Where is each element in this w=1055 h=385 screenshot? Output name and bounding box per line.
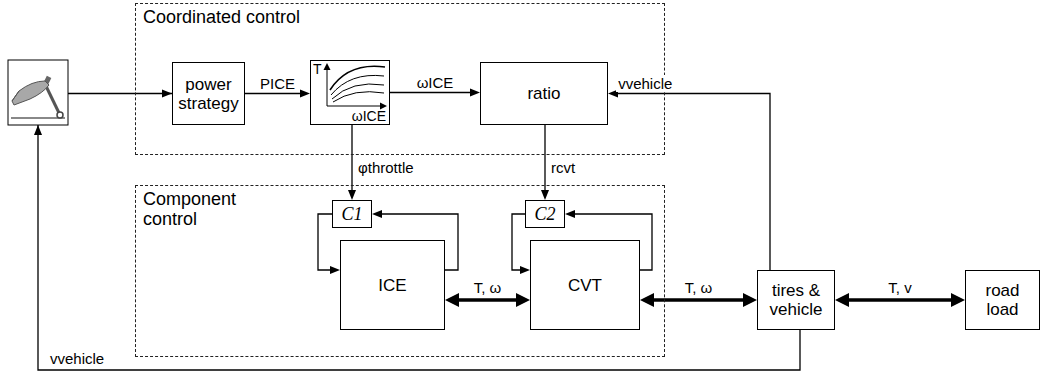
signal-name: T, ω — [683, 279, 715, 296]
pedal-arm — [45, 84, 60, 115]
torque-curve — [332, 84, 384, 99]
signal-name: PICE — [258, 75, 297, 92]
node-label: tires & vehicle — [758, 281, 834, 319]
signal-name: rcvt — [549, 159, 577, 176]
process-box: power strategy — [172, 62, 245, 125]
node-label: CVT — [565, 276, 605, 295]
load-box: road load — [965, 270, 1040, 330]
signal-name: T, ω — [472, 279, 504, 296]
signal-name: vvehicle — [616, 75, 674, 92]
signal-arrow — [351, 125, 352, 190]
signal-arrow — [390, 92, 470, 93]
signal-name: φthrottle — [356, 159, 416, 176]
node-label: road load — [966, 281, 1039, 319]
torque-curve — [333, 92, 384, 102]
pedal-floor — [11, 117, 65, 119]
signal-arrow — [245, 93, 300, 94]
node-label: ratio — [524, 84, 563, 103]
power-flow-arrow — [849, 298, 951, 302]
controller-box: C1 — [332, 200, 372, 228]
vehicle-box: tires & vehicle — [757, 270, 835, 330]
node-label: C2 — [534, 204, 555, 224]
axis-label: T — [313, 62, 322, 77]
group-heading: Coordinated control — [143, 7, 300, 27]
node-label: power strategy — [173, 75, 244, 113]
signal-name: vvehicle — [48, 350, 106, 367]
control-group: Coordinated control power strategy TωICE ra… — [135, 3, 665, 155]
feedback-wire — [38, 125, 800, 370]
node-label: C1 — [341, 204, 362, 224]
control-group: Component control C1ICE C2CVT — [135, 185, 665, 357]
signal-name: ωICE — [415, 74, 456, 91]
shoe-icon — [12, 81, 49, 105]
axis-head — [324, 63, 331, 70]
group-heading: Component control — [143, 189, 253, 229]
shoe-heel — [12, 91, 19, 101]
node-label: ICE — [375, 276, 409, 295]
signal-arrow — [512, 214, 525, 270]
torque-curve — [330, 66, 385, 90]
transmission-box: CVT — [530, 240, 640, 330]
pedal-pivot — [57, 112, 63, 118]
signal-arrow — [544, 125, 545, 190]
pedal-arrow — [68, 93, 172, 94]
signal-arrow — [318, 214, 332, 270]
axis-label: ωICE — [352, 109, 386, 124]
signal-arrow — [618, 94, 770, 271]
torque-axis — [327, 68, 328, 106]
power-flow-arrow — [654, 298, 743, 302]
engine-map-box: TωICE — [310, 60, 390, 125]
engine-box: ICE — [340, 240, 445, 330]
pedal-frame — [8, 60, 68, 125]
power-flow-arrow — [459, 298, 516, 302]
controller-box: C2 — [525, 200, 565, 228]
process-box: ratio — [480, 62, 608, 125]
signal-name: T, v — [886, 279, 913, 296]
speed-axis — [327, 106, 382, 107]
